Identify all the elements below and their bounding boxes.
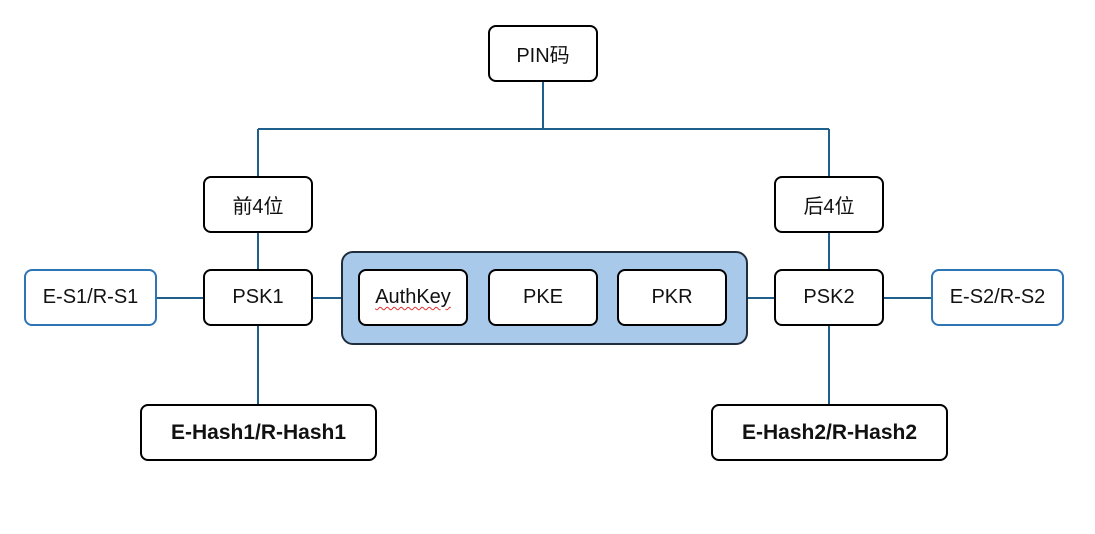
es1-rs1-node: E-S1/R-S1 xyxy=(24,269,157,326)
last-4-digits-node: 后4位 xyxy=(774,176,884,233)
pkr-node: PKR xyxy=(617,269,727,326)
authkey-label: AuthKey xyxy=(375,286,451,308)
psk1-node: PSK1 xyxy=(203,269,313,326)
pin-code-node: PIN码 xyxy=(488,25,598,82)
authkey-node: AuthKey xyxy=(358,269,468,326)
ehash2-rhash2-node: E-Hash2/R-Hash2 xyxy=(711,404,948,461)
pke-node: PKE xyxy=(488,269,598,326)
first-4-digits-node: 前4位 xyxy=(203,176,313,233)
ehash1-rhash1-node: E-Hash1/R-Hash1 xyxy=(140,404,377,461)
psk2-node: PSK2 xyxy=(774,269,884,326)
es2-rs2-node: E-S2/R-S2 xyxy=(931,269,1064,326)
